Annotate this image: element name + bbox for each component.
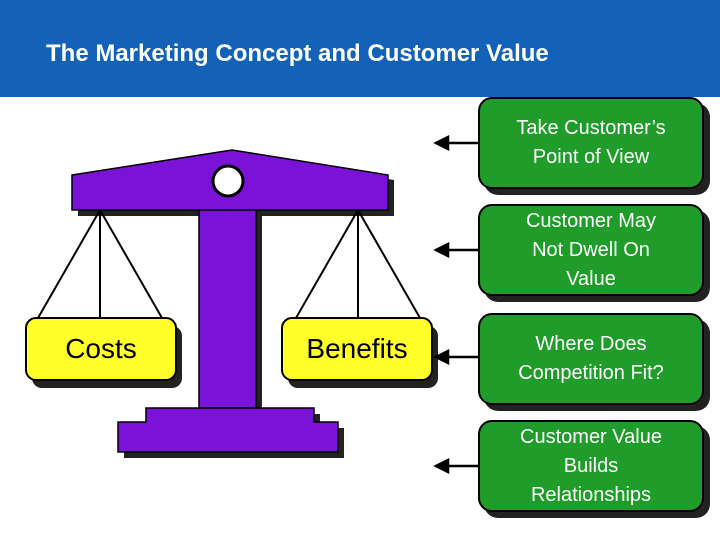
box-may-not-dwell: Customer May Not Dwell On Value: [478, 204, 704, 296]
string: [357, 209, 421, 319]
string: [99, 209, 163, 319]
scale-base: [117, 407, 339, 453]
string: [37, 209, 101, 319]
box-text: Where Does Competition Fit?: [518, 333, 664, 384]
pivot-circle: [211, 164, 245, 198]
box-competition: Where Does Competition Fit?: [478, 313, 704, 405]
arrow-icon: [433, 241, 478, 259]
benefits-label: Benefits: [306, 333, 408, 364]
box-text: Take Customer’s Point of View: [516, 117, 666, 168]
arrow-icon: [433, 348, 478, 366]
box-text: Customer Value Builds Relationships: [520, 425, 662, 506]
left-pan: [25, 317, 177, 381]
slide-title: The Marketing Concept and Customer Value: [46, 40, 549, 67]
box-take-customers-view: Take Customer’s Point of View: [478, 97, 704, 189]
box-builds-relationships: Customer Value Builds Relationships: [478, 420, 704, 512]
title-bar: The Marketing Concept and Customer Value: [0, 0, 720, 97]
string: [295, 209, 359, 319]
costs-label: Costs: [65, 333, 137, 364]
right-pan: [281, 317, 433, 381]
arrow-icon: [433, 457, 478, 475]
scale-post: [198, 209, 257, 409]
box-text: Customer May Not Dwell On Value: [525, 209, 657, 290]
arrow-icon: [433, 134, 478, 152]
